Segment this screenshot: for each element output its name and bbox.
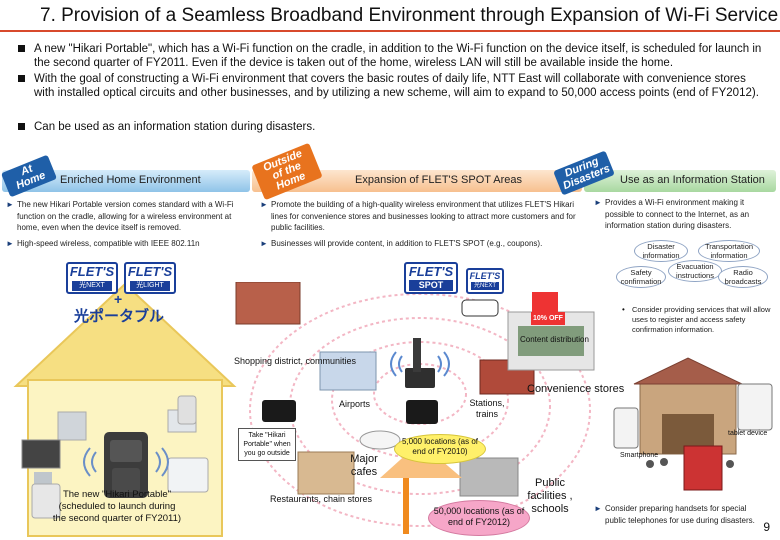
home-point-text: High-speed wireless, compatible with IEE…	[17, 239, 200, 248]
home-caption: The new "Hikari Portable" (scheduled to …	[52, 489, 182, 524]
bullet-2: With the goal of constructing a Wi-Fi en…	[18, 72, 768, 116]
flets-light-logo-text: FLET'S	[127, 264, 173, 279]
count-2012-bubble	[428, 500, 530, 536]
house-illustration	[13, 282, 237, 537]
flets-next-sub-text: 光NEXT	[72, 281, 112, 291]
flets-next-logo: FLET'S 光NEXT	[66, 262, 118, 294]
laptop-device	[57, 411, 87, 441]
disaster-point-1: ► Provides a Wi-Fi environment making it…	[594, 197, 770, 245]
outside-point-2: ► Businesses will provide content, in ad…	[260, 238, 580, 250]
disaster-note-text: Consider providing services that will al…	[632, 305, 771, 334]
band-outside-label: Expansion of FLET'S SPOT Areas	[355, 174, 522, 186]
cafe-cup-photo	[359, 430, 401, 450]
bullet-dot-icon: •	[622, 305, 625, 314]
bullet-text: Can be used as an information station du…	[34, 121, 316, 133]
bullet-3: Can be used as an information station du…	[18, 120, 768, 136]
label-restaurants: Restaurants, chain stores	[270, 494, 373, 504]
wifi-ring-middle	[289, 317, 551, 495]
label-airports: Airports	[339, 399, 371, 409]
bullet-text: A new "Hikari Portable", which has a Wi-…	[34, 43, 762, 69]
info-evacuation: Evacuation instructions	[668, 260, 722, 282]
disaster-note: • Consider providing services that will …	[622, 305, 772, 337]
flets-next-mini-sub: 光NEXT	[471, 282, 499, 290]
flets-light-logo: FLET'S 光LIGHT	[124, 262, 176, 294]
band-home-label: Enriched Home Environment	[60, 174, 201, 186]
page-title: 7. Provision of a Seamless Broadband Env…	[40, 5, 779, 26]
smartphone-device-icon	[613, 407, 639, 449]
bullet-square-icon	[18, 75, 25, 82]
disaster-bottom-point: ► Consider preparing handsets for specia…	[594, 503, 770, 537]
school-photo	[459, 457, 519, 497]
label-take-out: Take "Hikari Portable" when you go outsi…	[238, 428, 296, 461]
label-cafes: Major cafes	[350, 453, 378, 478]
arrow-right-icon: ►	[260, 239, 268, 248]
bullet-square-icon	[18, 45, 25, 52]
flets-spot-sub-text: SPOT	[409, 280, 453, 291]
coupon-badge	[532, 292, 558, 312]
count-2010-text: 5,000 locations (as of end of FY2010)	[401, 437, 479, 456]
bullet-text: With the goal of constructing a Wi-Fi en…	[34, 73, 759, 99]
bullet-1: A new "Hikari Portable", which has a Wi-…	[18, 42, 768, 72]
portable-outside-device	[262, 400, 296, 422]
count-2012-text: 50,000 locations (as of end of FY2012)	[433, 506, 525, 527]
flets-light-sub-text: 光LIGHT	[130, 281, 170, 291]
airport-photo	[319, 351, 377, 391]
info-disaster: Disaster information	[634, 240, 688, 262]
arrow-right-icon: ►	[594, 198, 602, 207]
label-public: Public facilities , schools	[527, 477, 573, 515]
label-stations: Stations, trains	[469, 398, 505, 419]
disaster-point-text: Provides a Wi-Fi environment making it p…	[605, 198, 750, 230]
band-disaster: Use as an Information Station	[584, 170, 776, 192]
public-phone-icon	[683, 445, 723, 491]
arrow-right-icon: ►	[6, 239, 14, 248]
count-2010-bubble	[394, 434, 486, 464]
info-transportation: Transportation information	[698, 240, 760, 262]
page-number: 9	[763, 520, 770, 534]
shopping-photo	[235, 282, 301, 325]
band-outside: Expansion of FLET'S SPOT Areas	[252, 170, 582, 192]
restaurant-photo	[297, 451, 355, 495]
flets-spot-logo-text: FLET'S	[408, 264, 454, 279]
title-bar: 7. Provision of a Seamless Broadband Env…	[0, 0, 780, 32]
outside-point-text: Promote the building of a high-quality w…	[271, 200, 576, 232]
bullet-square-icon	[18, 123, 25, 130]
arrow-right-icon: ►	[260, 200, 268, 209]
home-point-2: ► High-speed wireless, compatible with I…	[6, 238, 252, 250]
home-point-1: ► The new Hikari Portable version comes …	[6, 199, 252, 235]
home-point-text: The new Hikari Portable version comes st…	[17, 200, 234, 232]
label-shopping: Shopping district, communities	[234, 356, 357, 366]
outside-point-1: ► Promote the building of a high-quality…	[260, 199, 580, 235]
house-roof	[13, 282, 237, 387]
outside-point-text: Businesses will provide content, in addi…	[271, 239, 543, 248]
wifi-ring-outer	[249, 293, 591, 527]
band-home: Enriched Home Environment	[2, 170, 250, 192]
label-tablet: tablet device	[728, 430, 768, 437]
plus-icon: +	[114, 291, 123, 307]
flets-spot-logo: FLET'S SPOT	[404, 262, 458, 294]
flets-next-mini-text: FLET'S	[469, 271, 501, 281]
access-point-device	[405, 368, 435, 388]
info-safety: Safety confirmation	[616, 266, 666, 288]
portable-logo-text: 光ポータブル	[74, 307, 165, 325]
tv-device	[21, 439, 61, 469]
band-disaster-label: Use as an Information Station	[620, 174, 765, 186]
disaster-illustration	[613, 357, 773, 491]
tablet-device-icon	[737, 383, 773, 431]
flets-next-logo-text: FLET'S	[69, 264, 115, 279]
wifi-router-small	[461, 299, 499, 317]
label-smartphone: Smartphone	[620, 452, 659, 459]
label-convenience: Convenience stores	[527, 383, 625, 395]
label-coupon: 10% OFF	[531, 312, 565, 325]
router-device	[406, 400, 438, 424]
info-radio: Radio broadcasts	[718, 266, 768, 288]
disaster-bottom-text: Consider preparing handsets for special …	[605, 504, 755, 525]
arrow-right-icon: ►	[6, 200, 14, 209]
digital-frame-device	[167, 457, 209, 493]
arrow-right-icon: ►	[594, 504, 602, 513]
phone-device	[31, 483, 61, 519]
flets-next-mini-logo: FLET'S 光NEXT	[466, 268, 504, 294]
label-content-distribution: Content distribution	[520, 335, 589, 344]
